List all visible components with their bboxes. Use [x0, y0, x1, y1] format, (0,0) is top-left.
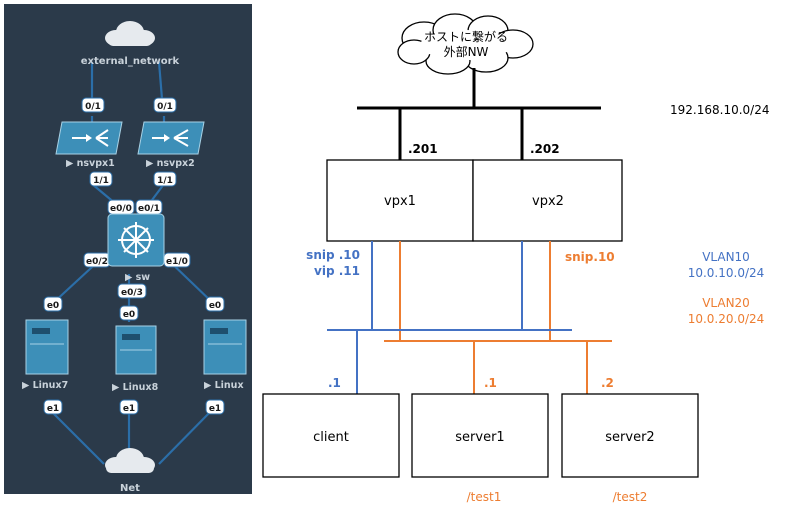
vlan20-name: VLAN20	[702, 296, 750, 310]
server1-label: server1	[455, 430, 504, 445]
vpx2-box[interactable]	[472, 159, 623, 242]
linux7-down-port: e1	[47, 404, 59, 414]
linux-up-port: e0	[209, 301, 221, 311]
topology-canvas: external_network 0/1 0/1	[22, 21, 247, 494]
client-ip-label: .1	[328, 376, 341, 390]
vlan10-name: VLAN10	[702, 250, 750, 264]
nsvpx2-down-port: 1/1	[157, 176, 173, 186]
linux-down-port: e1	[209, 404, 221, 414]
linux7-label: ▶ Linux7	[22, 380, 68, 391]
vpx1-label: vpx1	[384, 194, 416, 209]
server1-box[interactable]	[411, 393, 549, 478]
vpx2-label: vpx2	[532, 194, 564, 209]
server2-label: server2	[605, 430, 654, 445]
server1-ip-label: .1	[484, 376, 497, 390]
snip-vlan20-label: snip.10	[565, 250, 615, 264]
client-box[interactable]	[262, 393, 400, 478]
server2-path-label: /test2	[613, 490, 648, 504]
vpx1-ip-label: .201	[408, 142, 438, 156]
server2-box[interactable]	[561, 393, 699, 478]
nsvpx1-up-port: 0/1	[85, 102, 101, 112]
vpx2-ip-label: .202	[530, 142, 560, 156]
vlan20-subnet: 10.0.20.0/24	[688, 312, 765, 326]
vip-vlan10-label: vip .11	[314, 264, 360, 278]
vpx1-box[interactable]	[326, 159, 474, 242]
external-nw-cloud-icon	[397, 13, 534, 75]
server1-path-label: /test1	[467, 490, 502, 504]
sw-port-e03: e0/3	[121, 288, 143, 298]
linux8-up-port: e0	[123, 310, 135, 320]
net-label: Net	[120, 483, 140, 494]
nsvpx1-router-icon[interactable]	[55, 121, 123, 155]
net-cloud-icon[interactable]	[105, 448, 155, 473]
server2-ip-label: .2	[601, 376, 614, 390]
linux8-label: ▶ Linux8	[112, 382, 159, 393]
nsvpx2-up-port: 0/1	[157, 102, 173, 112]
sw-port-e02: e0/2	[86, 257, 108, 267]
linux-server-icon[interactable]	[203, 319, 247, 375]
external-subnet-label: 192.168.10.0/24	[670, 103, 769, 117]
sw-port-e00: e0/0	[110, 204, 132, 214]
sw-port-e10: e1/0	[166, 257, 188, 267]
linux7-up-port: e0	[47, 301, 59, 311]
snip-vlan10-label: snip .10	[306, 248, 360, 262]
vlan10-subnet: 10.0.10.0/24	[688, 266, 765, 280]
linux7-server-icon[interactable]	[25, 319, 69, 375]
nsvpx1-down-port: 1/1	[93, 176, 109, 186]
nsvpx2-label: ▶ nsvpx2	[146, 158, 195, 169]
external-network-cloud-icon[interactable]	[105, 21, 155, 46]
client-label: client	[313, 430, 349, 445]
nsvpx2-router-icon[interactable]	[137, 121, 205, 155]
sw-label: ▶ sw	[125, 272, 150, 283]
cloud-label-line1: ホストに繋がる	[424, 29, 508, 44]
switch-icon[interactable]	[107, 213, 165, 267]
topology-panel: external_network 0/1 0/1	[4, 4, 252, 494]
nsvpx1-label: ▶ nsvpx1	[66, 158, 115, 169]
linux-label: ▶ Linux	[204, 380, 244, 391]
linux8-down-port: e1	[123, 404, 135, 414]
cloud-label-line2: 外部NW	[444, 44, 489, 59]
sw-port-e01: e0/1	[138, 204, 160, 214]
linux8-server-icon[interactable]	[115, 325, 157, 375]
external-network-label: external_network	[81, 56, 180, 67]
